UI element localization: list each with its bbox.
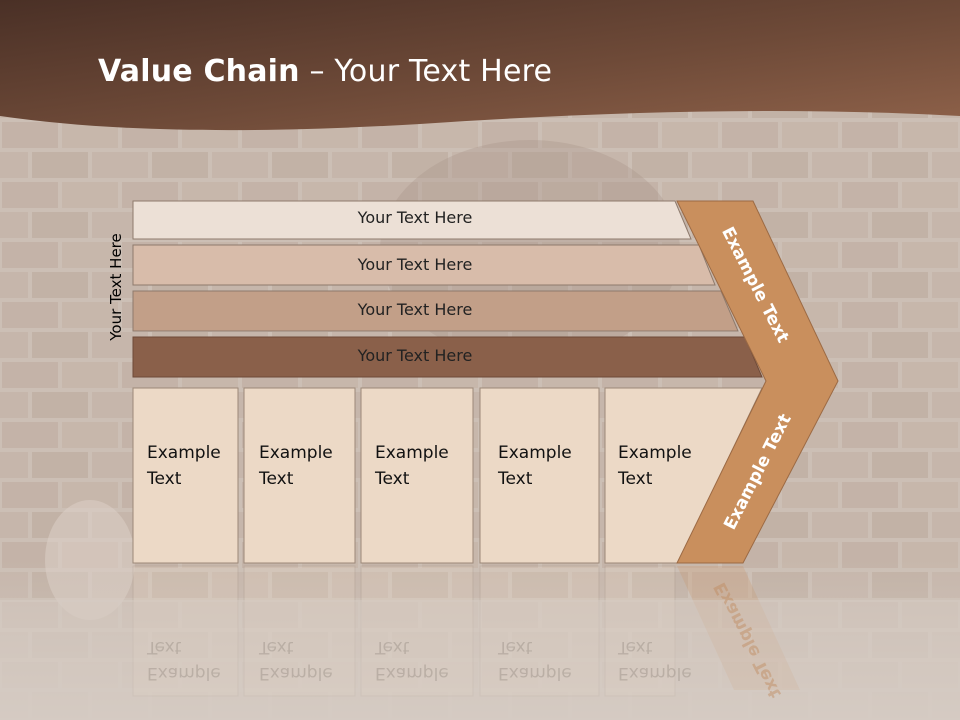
bar-3-label: Your Text Here <box>357 300 473 319</box>
cell-3-line1: Example <box>375 443 449 463</box>
bar-1 <box>132 200 692 240</box>
bar-4-label: Your Text Here <box>357 346 473 365</box>
vertical-label: Your Text Here <box>107 233 125 341</box>
cell-4-line2: Text <box>498 469 533 489</box>
cell-1-line2: Text <box>147 469 182 489</box>
bar-2 <box>132 244 716 286</box>
cell-3 <box>360 387 474 564</box>
cell-1-line1: Example <box>147 443 221 463</box>
cell-2 <box>243 387 356 564</box>
cell-4-line1: Example <box>498 443 572 463</box>
title-bold: Value Chain <box>98 54 300 89</box>
cell-3-line2: Text <box>375 469 410 489</box>
cell-2-line1: Example <box>259 443 333 463</box>
cell-2-line2: Text <box>259 469 294 489</box>
bar-4 <box>132 336 763 378</box>
cell-5-line1: Example <box>618 443 692 463</box>
cell-5-line2: Text <box>618 469 653 489</box>
slide-title: Value Chain – Your Text Here <box>98 54 552 89</box>
cell-4 <box>479 387 600 564</box>
header-band <box>0 0 960 131</box>
bar-1-label: Your Text Here <box>357 208 473 227</box>
value-chevron <box>676 200 839 564</box>
bar-2-label: Your Text Here <box>357 255 473 274</box>
title-rest: – Your Text Here <box>299 54 553 89</box>
cell-1 <box>132 387 239 564</box>
bar-3 <box>132 290 739 332</box>
